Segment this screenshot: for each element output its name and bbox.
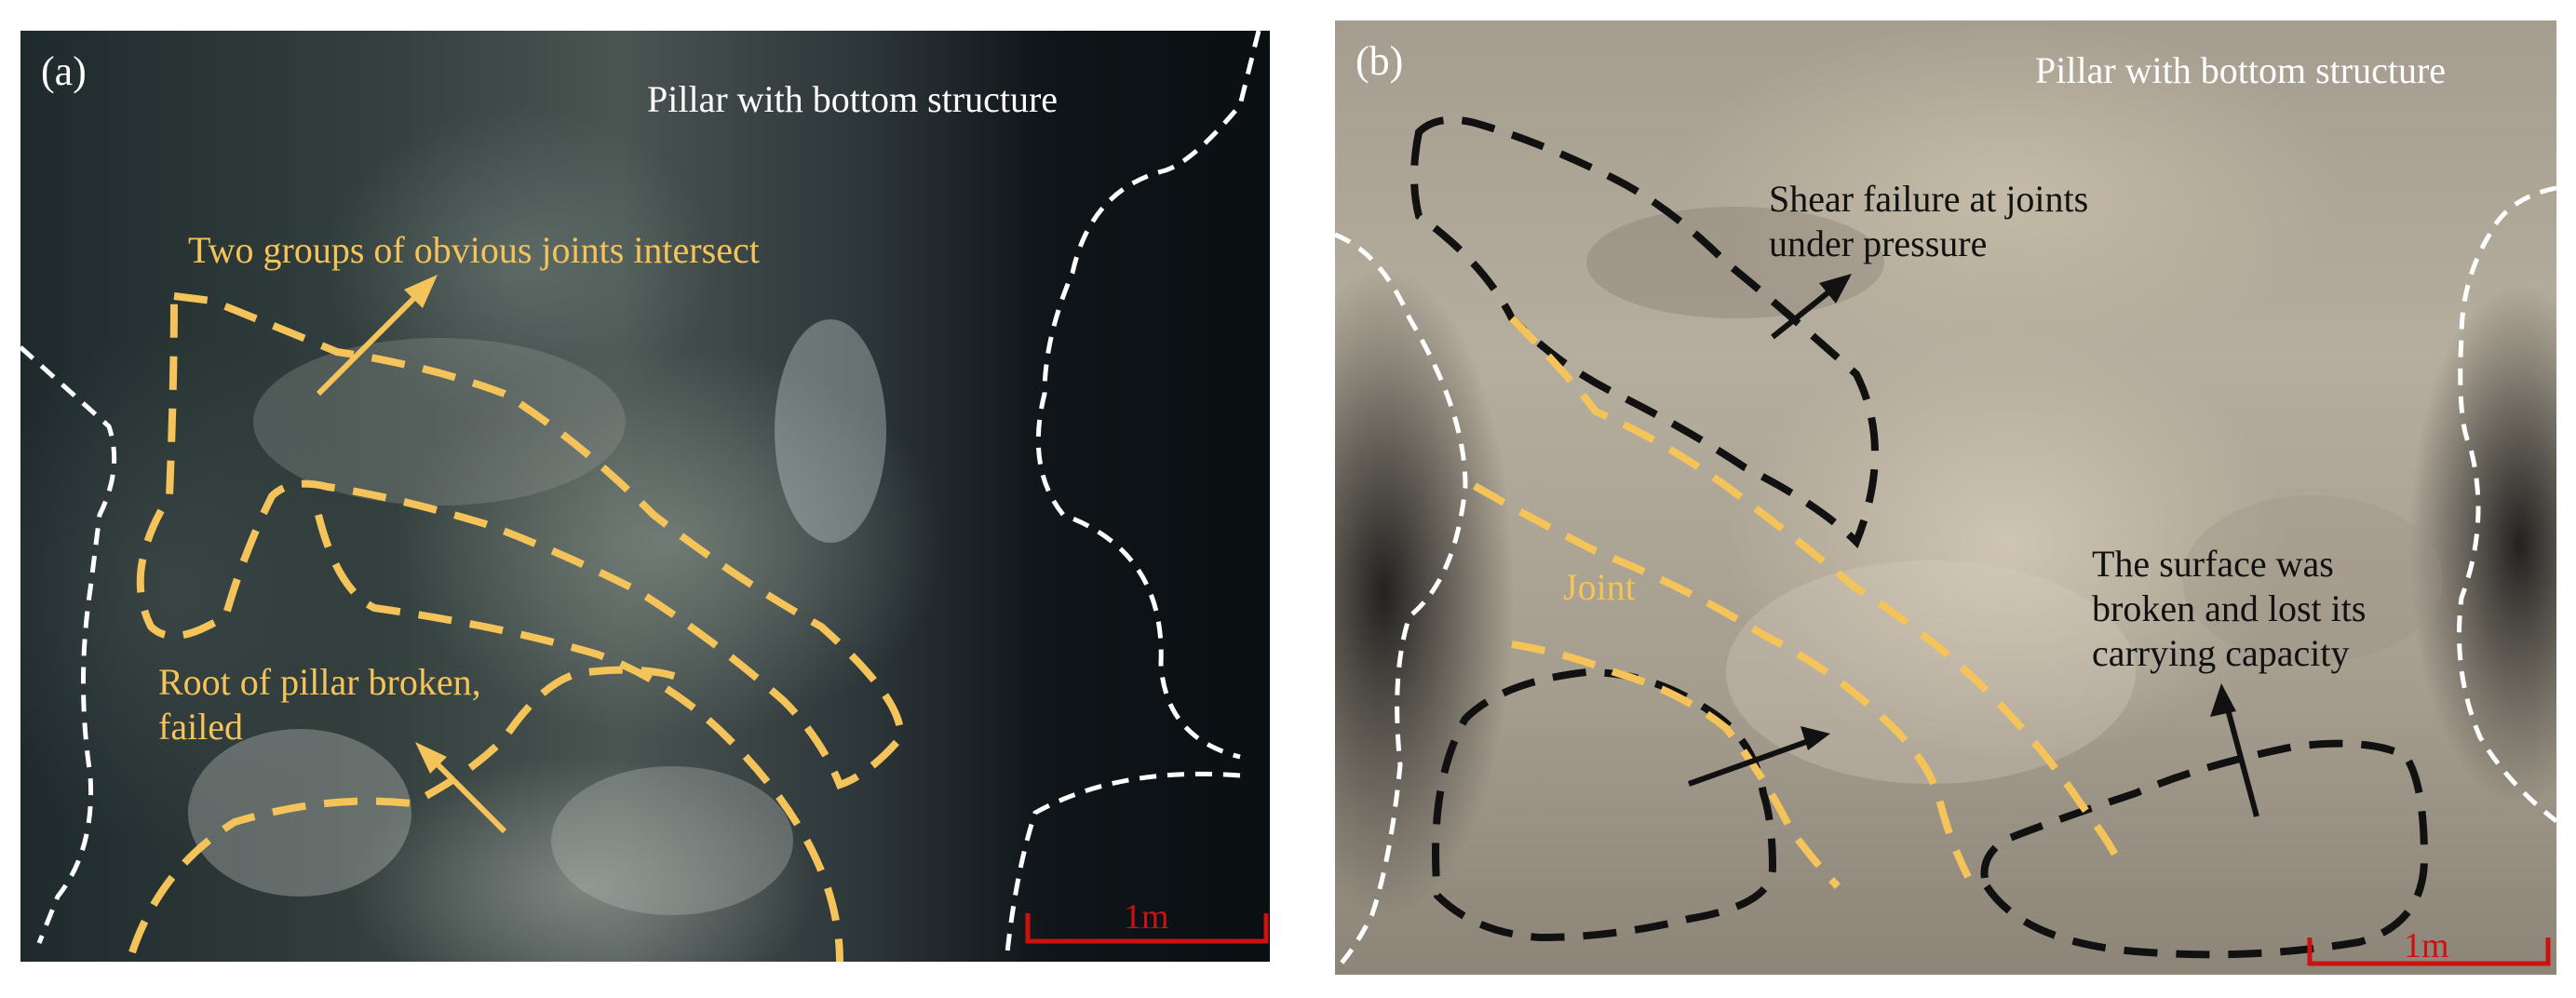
panel-b-title: Pillar with bottom structure — [2035, 49, 2447, 91]
joint-outline-upper — [136, 291, 905, 789]
photo-panel-b: (b) Pillar with bottom structure Shear f… — [1335, 20, 2556, 975]
pillar-boundary-right-b — [2457, 185, 2556, 823]
scale-label-b: 1m — [2404, 926, 2449, 965]
panel-b-overlay — [1335, 115, 2556, 972]
broken-zone-outline-right — [1980, 739, 2429, 959]
rock-texture-b — [1586, 207, 2443, 784]
scale-bar-a — [1025, 913, 1269, 944]
annotation-joints-intersect: Two groups of obvious joints intersect — [188, 229, 760, 271]
scale-bar-b — [2307, 937, 2551, 966]
pillar-boundary-left — [20, 345, 117, 944]
annotation-joint: Joint — [1563, 566, 1636, 608]
scale-label-a: 1m — [1124, 897, 1169, 937]
arrow-root-broken — [415, 742, 507, 834]
arrow-shear-failure — [1771, 274, 1852, 340]
panel-a-overlay — [20, 31, 1269, 962]
panel-label-b: (b) — [1355, 38, 1404, 84]
photo-panel-a: (a) Pillar with bottom structure Two gro… — [20, 31, 1270, 962]
arrow-surface-broken — [2210, 683, 2259, 817]
shear-zone-outline — [1410, 115, 1879, 549]
annotation-shear-failure: Shear failure at joints under pressure — [1769, 178, 2089, 264]
pillar-boundary-bottom-right — [1005, 771, 1241, 953]
rock-texture-a — [188, 319, 886, 915]
joint-line-2 — [1473, 482, 1972, 879]
annotation-root-broken: Root of pillar broken, failed — [158, 661, 481, 748]
joint-line-1 — [1509, 316, 2121, 860]
annotation-surface-broken: The surface was broken and lost its carr… — [2092, 543, 2367, 674]
panel-label-a: (a) — [41, 48, 87, 94]
arrow-joint — [1687, 726, 1830, 787]
broken-zone-outline-left — [1432, 668, 1777, 942]
joint-outline-middle — [315, 514, 843, 962]
panel-a-title: Pillar with bottom structure — [647, 78, 1059, 120]
pillar-boundary-right — [1035, 31, 1261, 760]
joint-line-3 — [1511, 641, 1841, 889]
pillar-boundary-left-b — [1335, 232, 1468, 972]
joint-outline-lower — [128, 666, 693, 954]
arrow-joints-intersect — [316, 275, 438, 397]
